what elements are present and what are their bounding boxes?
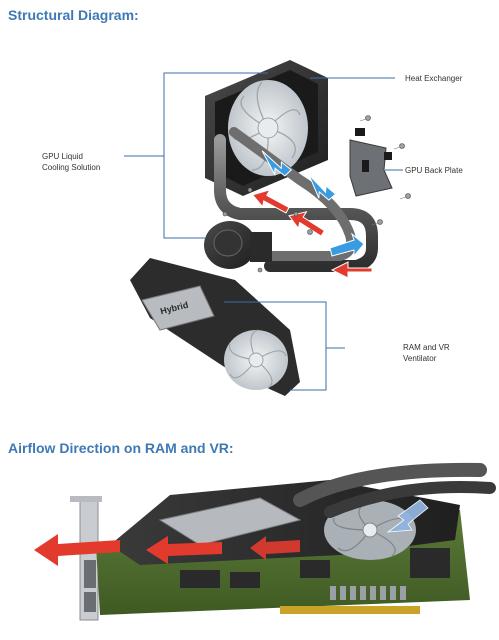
structural-diagram-title: Structural Diagram:: [8, 7, 139, 23]
ram-vr-ventilator: [130, 258, 300, 396]
callout-leader-lines: [124, 72, 403, 391]
coolant-pipes: [214, 127, 378, 272]
mounting-screws: [222, 115, 411, 273]
hot-flow-arrows: [251, 188, 373, 279]
heat-exchanger-radiator: [205, 60, 328, 196]
ram-vr-label-line2: Ventilator: [403, 354, 437, 363]
gpu-liquid-label-line1: GPU Liquid: [42, 152, 83, 161]
gpu-liquid-label-line2: Cooling Solution: [42, 163, 101, 172]
gpu-back-plate: [349, 128, 393, 197]
ram-vr-ventilator-label: RAM and VR Ventilator: [403, 342, 450, 364]
gpu-pump-block: [204, 221, 272, 269]
heat-exchanger-label: Heat Exchanger: [405, 74, 463, 83]
gpu-liquid-cooling-label: GPU Liquid Cooling Solution: [42, 151, 100, 173]
cold-flow-arrows: [261, 150, 365, 258]
gpu-back-plate-label: GPU Back Plate: [405, 166, 463, 175]
airflow-direction-title: Airflow Direction on RAM and VR:: [8, 440, 234, 456]
hybrid-logo-plate: [141, 285, 215, 331]
ram-vr-label-line1: RAM and VR: [403, 343, 450, 352]
